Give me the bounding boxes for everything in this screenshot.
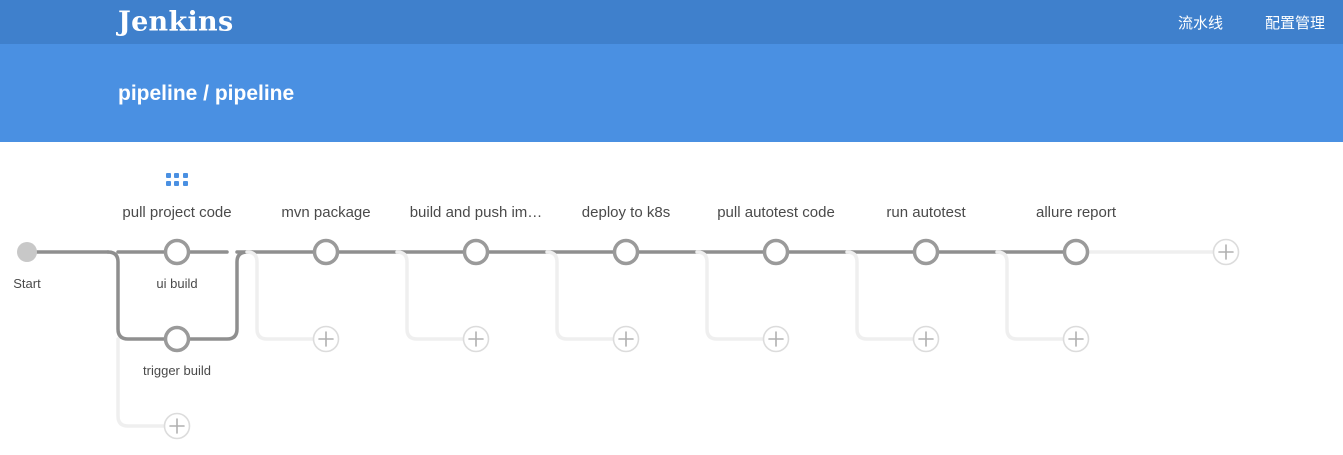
connector-lines-active (35, 250, 1065, 341)
drag-dot (165, 172, 171, 178)
stage-node-run-autotest[interactable] (912, 238, 940, 266)
nav-item-configuration[interactable]: 配置管理 (1264, 14, 1325, 32)
branch-label-ui-build[interactable]: ui build (156, 276, 198, 291)
jenkins-logo[interactable]: Jenkins (118, 6, 234, 38)
stage-node-pull-autotest-code[interactable] (762, 238, 790, 266)
connector-lines-placeholder (116, 250, 1216, 428)
add-stage-buttons (163, 238, 1240, 440)
branch-label-trigger-build[interactable]: trigger build (143, 363, 211, 378)
stage-label-run-autotest[interactable]: run autotest (886, 204, 966, 221)
stage-node-ui-build[interactable] (163, 238, 191, 266)
add-button-allure-report[interactable] (1062, 325, 1090, 353)
add-button-pull-autotest-code[interactable] (762, 325, 790, 353)
stage-label-pull-autotest-code[interactable]: pull autotest code (717, 204, 835, 221)
start-label: Start (13, 276, 41, 291)
pipeline-canvas: pull project code mvn package build and … (0, 142, 1343, 455)
add-button-end-of-pipeline[interactable] (1212, 238, 1240, 266)
stage-node-build-and-push-image[interactable] (462, 238, 490, 266)
add-button-deploy-to-k8s[interactable] (612, 325, 640, 353)
top-header-bar: Jenkins 流水线 配置管理 (0, 0, 1343, 44)
stage-label-deploy-to-k8s[interactable]: deploy to k8s (581, 204, 671, 221)
stage-node-trigger-build[interactable] (163, 325, 191, 353)
stage-label-mvn-package[interactable]: mvn package (281, 204, 371, 221)
stage-node-deploy-to-k8s[interactable] (612, 238, 640, 266)
nav-item-pipeline[interactable]: 流水线 (1177, 14, 1223, 32)
stage-label-allure-report[interactable]: allure report (1035, 204, 1117, 221)
breadcrumb: pipeline / pipeline (118, 82, 295, 105)
add-button-mvn-package[interactable] (312, 325, 340, 353)
drag-dot (174, 172, 180, 178)
add-button-pull-project-code[interactable] (163, 412, 191, 440)
drag-dot (183, 172, 189, 178)
drag-dot (174, 181, 180, 187)
drag-dot (183, 181, 189, 187)
top-navigation: 流水线 配置管理 (1178, 0, 1325, 44)
stage-node-mvn-package[interactable] (312, 238, 340, 266)
start-node[interactable] (17, 242, 37, 262)
stage-label-build-and-push-image[interactable]: build and push im… (409, 204, 543, 221)
stage-nodes (163, 238, 1090, 353)
add-button-run-autotest[interactable] (912, 325, 940, 353)
pipeline-graph (17, 238, 1240, 440)
stage-label-pull-project-code[interactable]: pull project code (122, 204, 232, 221)
sub-header-bar: pipeline / pipeline (0, 44, 1343, 142)
drag-dot (165, 181, 171, 187)
stage-node-allure-report[interactable] (1062, 238, 1090, 266)
drag-handle-icon[interactable] (165, 172, 189, 187)
add-button-build-and-push-image[interactable] (462, 325, 490, 353)
